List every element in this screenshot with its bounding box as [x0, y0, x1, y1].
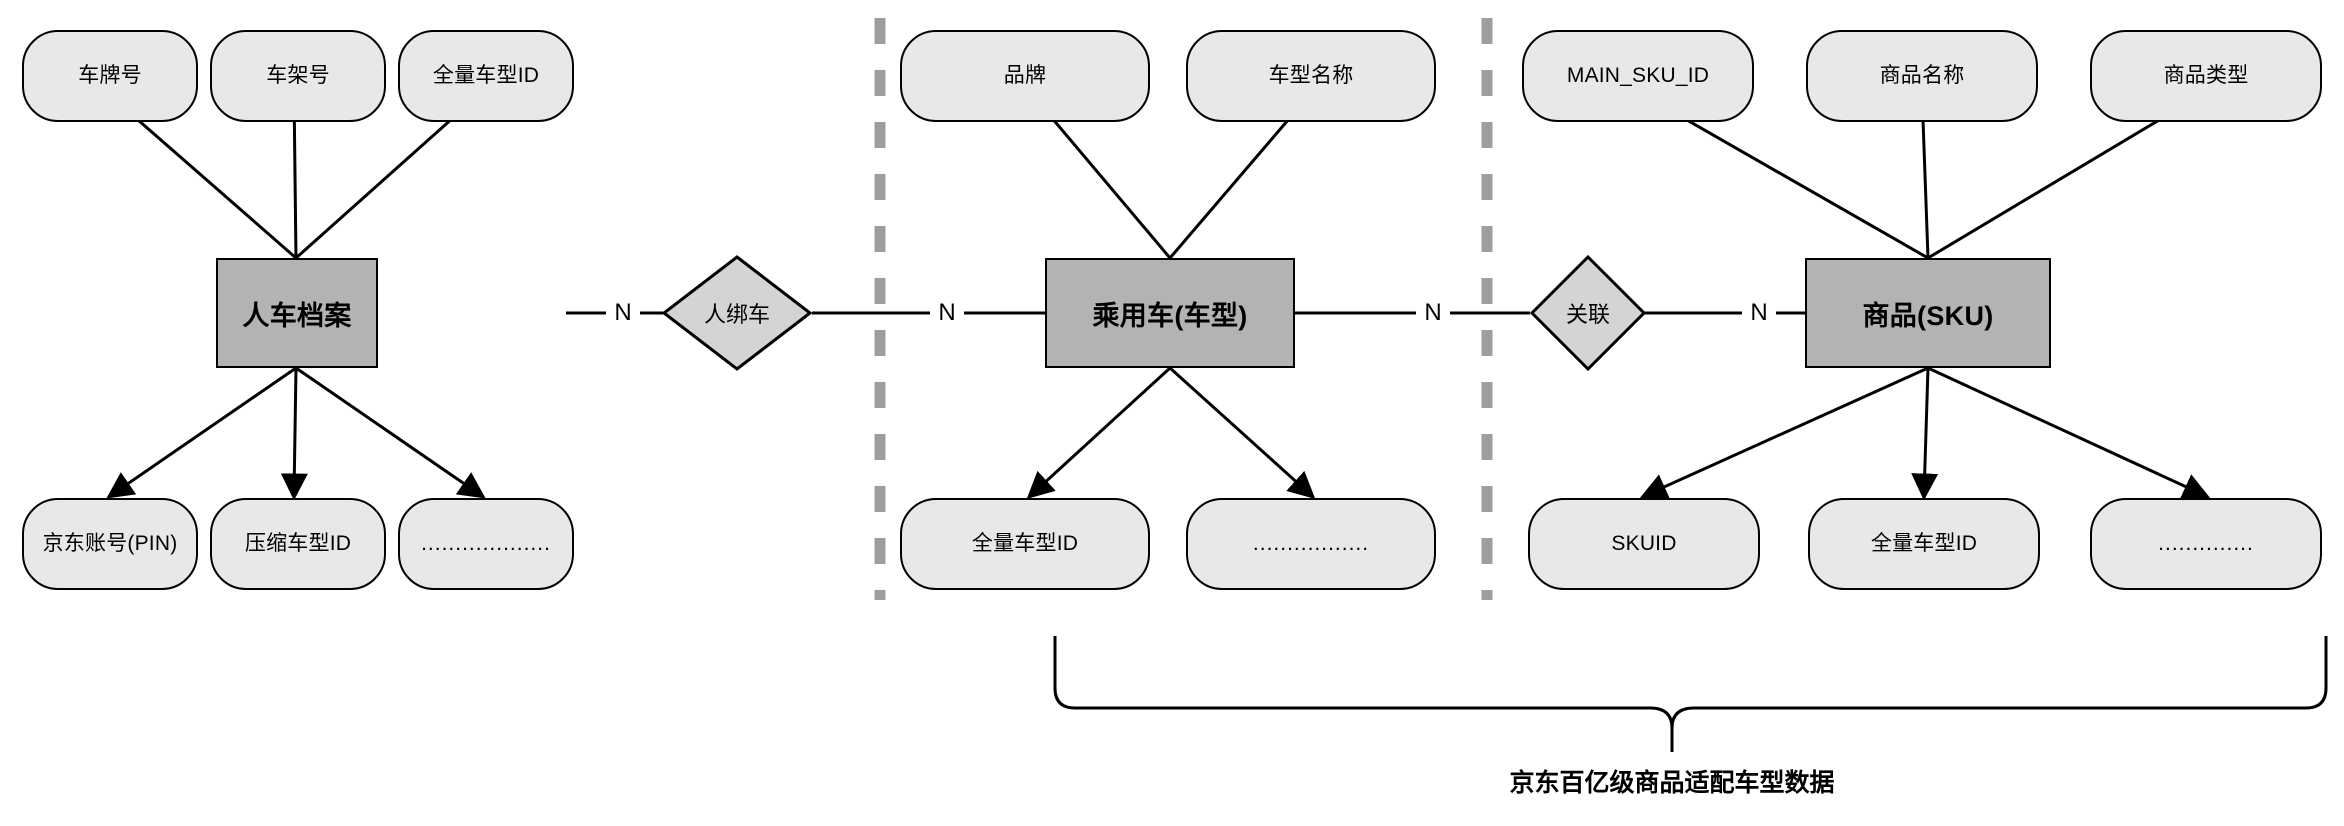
attribute-label: 车型名称: [1268, 64, 1354, 88]
attribute-chepaihao: 车牌号: [22, 30, 198, 122]
scope-caption: 京东百亿级商品适配车型数据: [1372, 763, 1972, 799]
attribute-label: 京东账号(PIN): [42, 532, 178, 556]
attribute-yasuo-chexing-id: 压缩车型ID: [210, 498, 386, 590]
cardinality-left-rel2: N: [1416, 292, 1450, 334]
attribute-chejiahao: 车架号: [210, 30, 386, 122]
entity-renche-dangan[interactable]: 人车档案: [216, 258, 378, 368]
entity-shangpin-sku[interactable]: 商品(SKU): [1805, 258, 2051, 368]
scope-brace: [1053, 636, 2328, 752]
edge-entity2-attr-bot-1: [1026, 366, 1172, 500]
edge-entity3-attr-bot-2: [1911, 367, 1939, 501]
attribute-label: 车牌号: [78, 64, 142, 88]
attribute-chexing-mingcheng: 车型名称: [1186, 30, 1436, 122]
scope-caption-label: 京东百亿级商品适配车型数据: [1509, 769, 1835, 797]
attribute-jingdong-account-pin: 京东账号(PIN): [22, 498, 198, 590]
attribute-label: 全量车型ID: [971, 532, 1079, 556]
cardinality-left-rel1: N: [606, 292, 640, 334]
attribute-label: ...................: [421, 532, 551, 556]
attribute-skuid: SKUID: [1528, 498, 1760, 590]
attribute-label: 商品名称: [1879, 64, 1965, 88]
attribute-main-sku-id: MAIN_SKU_ID: [1522, 30, 1754, 122]
edge-entity1-attr-bot-1: [106, 366, 297, 499]
attribute-quanliang-chexing-id-2: 全量车型ID: [900, 498, 1150, 590]
attribute-quanliang-chexing-id-1: 全量车型ID: [398, 30, 574, 122]
attribute-label: 压缩车型ID: [244, 532, 352, 556]
cardinality-right-rel2: N: [1742, 292, 1776, 334]
edge-entity3-attr-bot-3: [1927, 366, 2211, 499]
attribute-ellipsis-2: .................: [1186, 498, 1436, 590]
attribute-pinpai: 品牌: [900, 30, 1150, 122]
relationship-guanlian[interactable]: 关联: [1529, 254, 1647, 372]
cardinality-label: N: [1424, 299, 1442, 326]
relationship-ren-bang-che[interactable]: 人绑车: [661, 255, 813, 371]
cardinality-label: N: [614, 299, 632, 326]
attribute-label: 车架号: [266, 64, 330, 88]
diamond-shape: [661, 255, 813, 371]
attribute-label: MAIN_SKU_ID: [1566, 64, 1710, 88]
attribute-ellipsis-3: ..............: [2090, 498, 2322, 590]
attribute-shangpin-mingcheng: 商品名称: [1806, 30, 2038, 122]
edge-entity1-attr-bot-3: [295, 366, 486, 499]
attribute-label: SKUID: [1611, 532, 1677, 556]
attribute-label: 品牌: [1003, 64, 1047, 88]
edge-entity3-attr-bot-1: [1639, 366, 1929, 500]
attribute-quanliang-chexing-id-3: 全量车型ID: [1808, 498, 2040, 590]
edge-entity1-attr-bot-2: [280, 367, 308, 501]
edges-group-1: [106, 366, 486, 501]
entity-label: 人车档案: [242, 300, 352, 331]
edge-entity2-attr-bot-2: [1168, 366, 1316, 500]
entity-chengyongche-chexing[interactable]: 乘用车(车型): [1045, 258, 1295, 368]
cardinality-label: N: [938, 299, 956, 326]
entity-label: 乘用车(车型): [1092, 300, 1248, 331]
cardinality-right-rel1: N: [930, 292, 964, 334]
entity-label: 商品(SKU): [1862, 300, 1994, 331]
attribute-label: .................: [1252, 532, 1370, 556]
attribute-label: 商品类型: [2163, 64, 2249, 88]
attribute-shangpin-leixing: 商品类型: [2090, 30, 2322, 122]
attribute-label: ..............: [2158, 532, 2254, 556]
attribute-ellipsis-1: ...................: [398, 498, 574, 590]
diamond-shape: [1529, 254, 1647, 372]
attribute-label: 全量车型ID: [432, 64, 540, 88]
attribute-label: 全量车型ID: [1870, 532, 1978, 556]
cardinality-label: N: [1750, 299, 1768, 326]
